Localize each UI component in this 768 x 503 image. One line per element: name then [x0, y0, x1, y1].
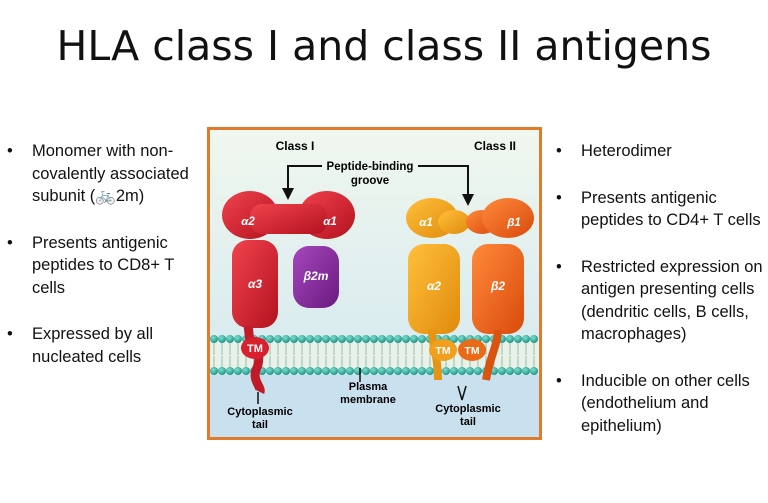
arrow-head-left [282, 188, 294, 200]
plasma-label-line2: membrane [340, 394, 396, 406]
c2-tm-b-label: TM [464, 345, 479, 357]
c2-beta1-label: β1 [506, 217, 521, 229]
class-one-molecule [222, 191, 355, 395]
cyto1-label-line2: tail [252, 419, 268, 431]
c2-alpha2-label: α2 [427, 279, 441, 293]
bullet-cd8: Presents antigenic peptides to CD8+ T ce… [4, 232, 204, 300]
class-two-molecule [406, 198, 534, 381]
plasma-label-line1: Plasma [349, 381, 388, 393]
bullet-restricted: Restricted expression on antigen present… [553, 256, 768, 346]
cytoplasm-area [210, 375, 539, 437]
c2-beta2-label: β2 [490, 279, 505, 293]
hla-diagram: Class I Class II Peptide-binding groove … [210, 130, 539, 437]
arrow-head-right [462, 194, 474, 206]
c1-alpha2-label: α2 [241, 216, 255, 228]
cyto2-label-line1: Cytoplasmic [435, 403, 500, 415]
slide-title: HLA class I and class II antigens [56, 22, 712, 70]
c1-b2m-label: β2m [303, 269, 329, 283]
bullet-inducible: Inducible on other cells (endothelium an… [553, 370, 768, 438]
hla-diagram-figure: Class I Class II Peptide-binding groove … [207, 127, 542, 440]
groove-label-line1: Peptide-binding [327, 161, 414, 173]
class-two-label: Class II [474, 139, 516, 153]
c2-tm-a-label: TM [435, 345, 450, 357]
class-two-bullet-list: Heterodimer Presents antigenic peptides … [553, 140, 768, 461]
cyto2-pointer [457, 385, 467, 401]
bullet-monomer: Monomer with non-covalently associated s… [4, 140, 204, 208]
c1-alpha1-label: α1 [323, 216, 337, 228]
groove-label-line2: groove [351, 175, 389, 187]
cyto2-label-line2: tail [460, 416, 476, 428]
bullet-cd4: Presents antigenic peptides to CD4+ T ce… [553, 187, 768, 232]
class-one-label: Class I [276, 139, 315, 153]
groove-arrows [287, 165, 469, 196]
c1-tm-label: TM [247, 343, 263, 355]
cyto1-label-line1: Cytoplasmic [227, 406, 292, 418]
bullet-heterodimer: Heterodimer [553, 140, 768, 163]
class-one-bullet-list: Monomer with non-covalently associated s… [4, 140, 204, 392]
c1-alpha3-label: α3 [248, 277, 262, 291]
c2-alpha1-label: α1 [419, 217, 433, 229]
bullet-expression: Expressed by all nucleated cells [4, 323, 204, 368]
